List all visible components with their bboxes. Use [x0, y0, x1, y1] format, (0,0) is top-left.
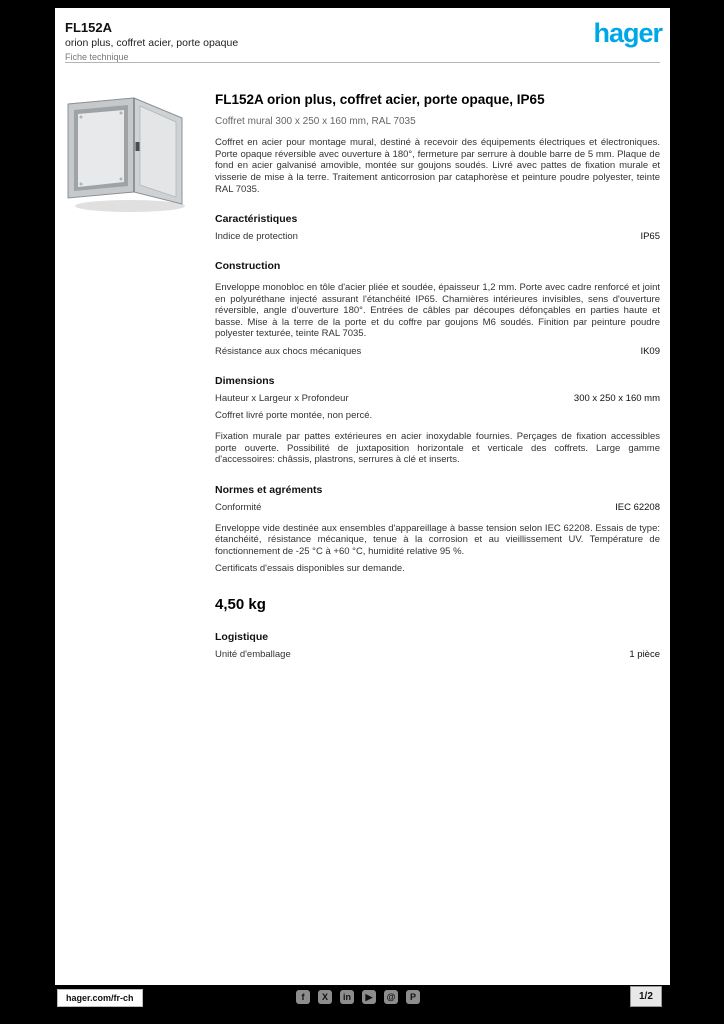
pinterest-icon[interactable]: P [406, 990, 420, 1004]
section-note: Certificats d'essais disponibles sur dem… [215, 563, 405, 575]
section-standards: Normes et agréments Conformité IEC 62208… [215, 484, 660, 575]
content-column: FL152A orion plus, coffret acier, porte … [215, 92, 660, 660]
product-description: Coffret en acier pour montage mural, des… [215, 137, 660, 195]
spec-value: IP65 [640, 231, 660, 243]
website-link[interactable]: hager.com/fr-ch [57, 989, 143, 1007]
document-type: Fiche technique [65, 52, 129, 62]
section-logistics: Logistique Unité d'emballage 1 pièce [215, 631, 660, 660]
page-title: FL152A orion plus, coffret acier, porte … [215, 92, 545, 107]
spec-value: IEC 62208 [615, 501, 660, 513]
weight-highlight: 4,50 kg [215, 596, 266, 614]
spec-row: Conformité IEC 62208 [215, 502, 660, 513]
spec-row: Résistance aux chocs mécaniques IK09 [215, 346, 660, 357]
spec-value: 1 pièce [629, 649, 660, 661]
section-construction: Construction Enveloppe monobloc en tôle … [215, 260, 660, 357]
section-paragraph: Fixation murale par pattes extérieures e… [215, 430, 660, 466]
section-characteristics: Caractéristiques Indice de protection IP… [215, 213, 660, 242]
spec-label: Conformité [215, 501, 262, 513]
section-heading: Construction [215, 260, 281, 273]
social-icons: f X in ▶ @ P [296, 990, 420, 1004]
spec-value: IK09 [640, 345, 660, 357]
product-line: orion plus, coffret acier, porte opaque [65, 37, 239, 49]
x-icon[interactable]: X [318, 990, 332, 1004]
section-heading: Logistique [215, 631, 269, 644]
linkedin-icon[interactable]: in [340, 990, 354, 1004]
spec-label: Unité d'emballage [215, 649, 291, 661]
spec-label: Hauteur x Largeur x Profondeur [215, 392, 349, 404]
product-image [67, 97, 185, 212]
header-block: FL152A orion plus, coffret acier, porte … [65, 20, 238, 62]
section-heading: Dimensions [215, 374, 275, 387]
spec-label: Résistance aux chocs mécaniques [215, 345, 362, 357]
datasheet-page: FL152A orion plus, coffret acier, porte … [55, 8, 670, 985]
youtube-icon[interactable]: ▶ [362, 990, 376, 1004]
section-heading: Normes et agréments [215, 483, 323, 496]
spec-row: Unité d'emballage 1 pièce [215, 649, 660, 660]
spec-row: Hauteur x Largeur x Profondeur 300 x 250… [215, 393, 660, 404]
header-divider [65, 62, 660, 63]
section-note: Coffret livré porte montée, non percé. [215, 409, 373, 421]
page-subtitle: Coffret mural 300 x 250 x 160 mm, RAL 70… [215, 116, 416, 128]
section-paragraph: Enveloppe monobloc en tôle d'acier pliée… [215, 282, 660, 340]
page-number: 1/2 [630, 986, 662, 1007]
spec-row: Indice de protection IP65 [215, 231, 660, 242]
facebook-icon[interactable]: f [296, 990, 310, 1004]
spec-label: Indice de protection [215, 231, 298, 243]
section-paragraph: Enveloppe vide destinée aux ensembles d'… [215, 522, 660, 557]
instagram-icon[interactable]: @ [384, 990, 398, 1004]
spec-value: 300 x 250 x 160 mm [573, 392, 660, 404]
hager-logo: hager [593, 18, 663, 48]
product-reference: FL152A [65, 20, 112, 35]
section-dimensions: Dimensions Hauteur x Largeur x Profondeu… [215, 375, 660, 466]
section-heading: Caractéristiques [215, 213, 298, 226]
